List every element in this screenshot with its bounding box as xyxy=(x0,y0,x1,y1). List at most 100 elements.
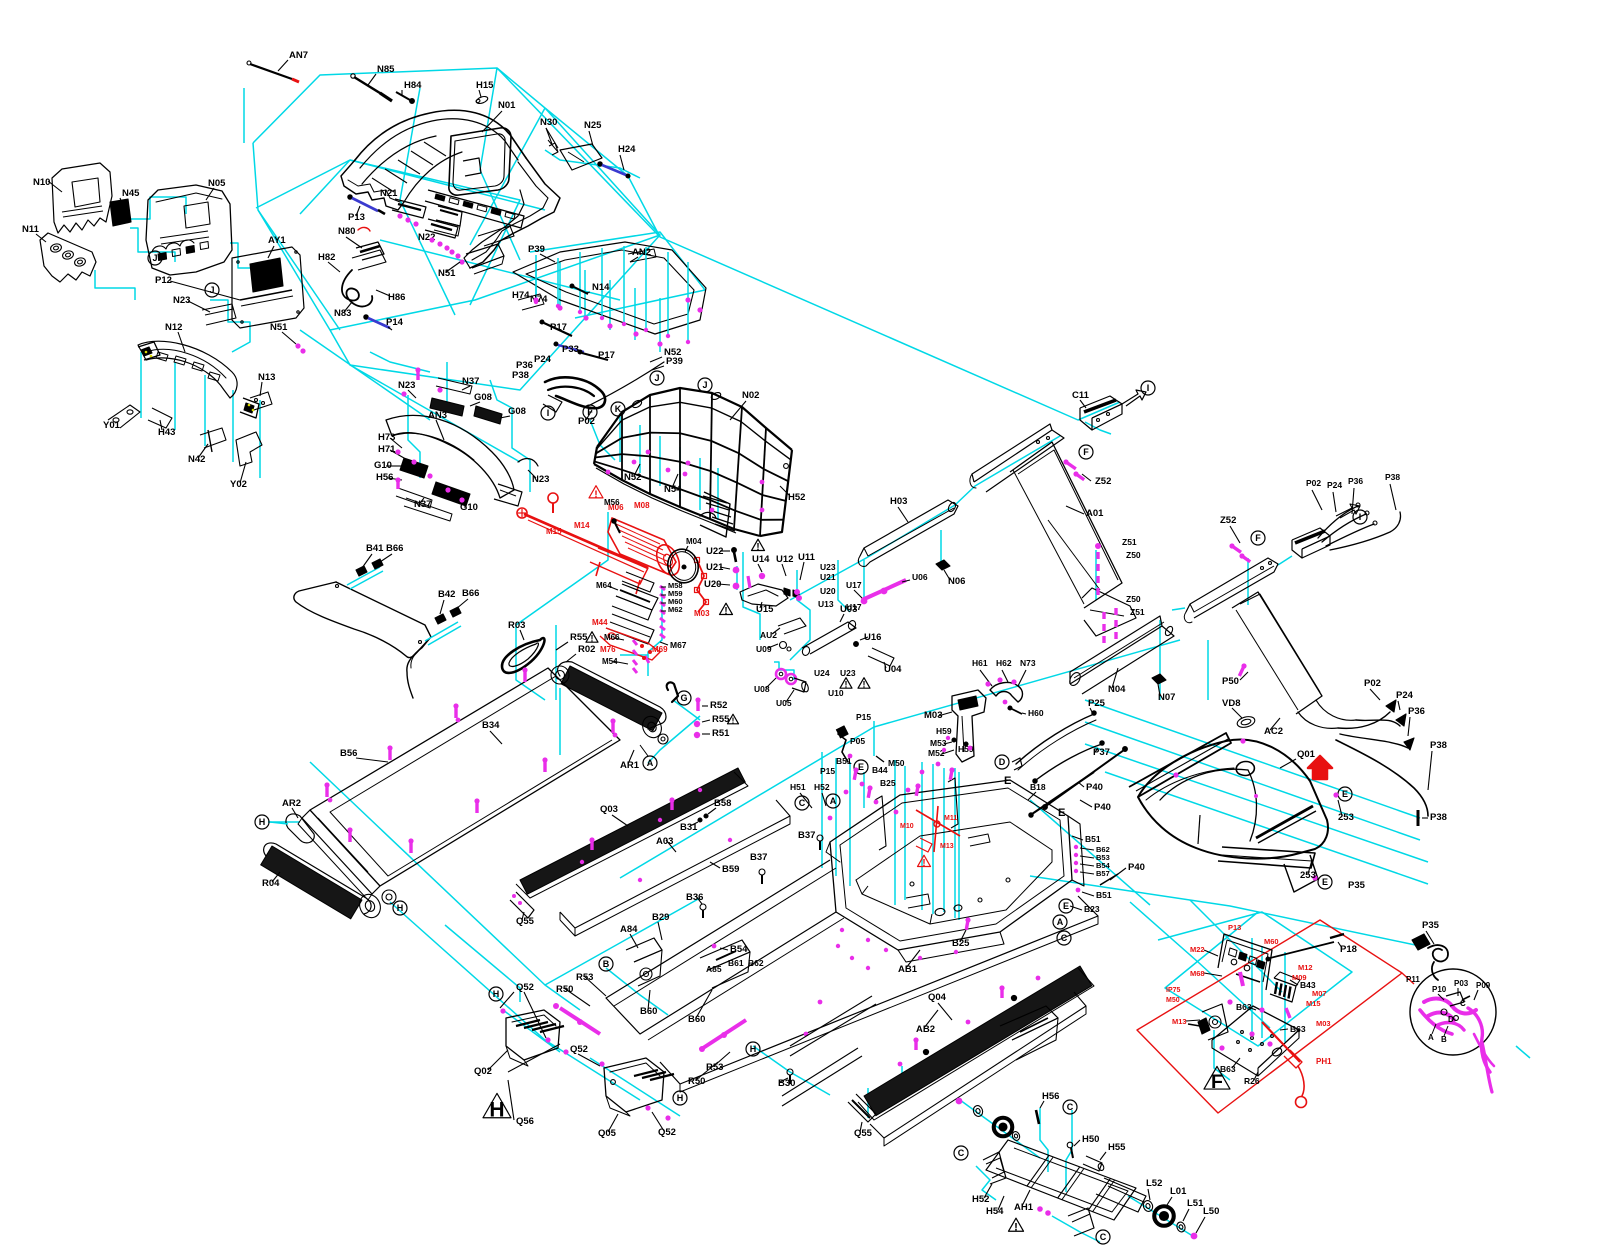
svg-text:P25: P25 xyxy=(1088,698,1106,709)
svg-text:R26: R26 xyxy=(1244,1076,1260,1086)
svg-text:N52: N52 xyxy=(664,347,681,358)
svg-text:253: 253 xyxy=(1300,870,1316,881)
svg-text:M58: M58 xyxy=(668,581,683,590)
svg-text:E: E xyxy=(1004,775,1011,787)
svg-text:M03: M03 xyxy=(924,710,942,721)
svg-text:L50: L50 xyxy=(1203,1206,1219,1217)
svg-text:M08: M08 xyxy=(634,501,650,510)
svg-text:B58: B58 xyxy=(714,798,731,809)
svg-text:P02: P02 xyxy=(578,416,595,427)
svg-text:B60: B60 xyxy=(640,1006,657,1017)
svg-text:AR1: AR1 xyxy=(620,760,640,771)
svg-text:U22: U22 xyxy=(706,546,723,557)
svg-text:M52: M52 xyxy=(928,748,945,758)
svg-text:A: A xyxy=(1057,917,1064,927)
svg-text:N54: N54 xyxy=(664,484,682,495)
svg-text:U10: U10 xyxy=(828,688,844,698)
svg-text:Q52: Q52 xyxy=(658,1127,676,1138)
svg-text:R50: R50 xyxy=(556,984,573,995)
svg-text:I: I xyxy=(1147,383,1150,393)
svg-text:N37: N37 xyxy=(462,376,479,387)
svg-text:!: ! xyxy=(724,606,727,617)
svg-text:AN2: AN2 xyxy=(632,247,651,258)
svg-text:C: C xyxy=(1061,933,1068,943)
svg-text:C: C xyxy=(1100,1232,1107,1242)
svg-text:N73: N73 xyxy=(1020,658,1036,668)
svg-text:G10: G10 xyxy=(460,502,478,513)
svg-text:H52: H52 xyxy=(814,782,830,792)
svg-text:F: F xyxy=(587,407,593,417)
svg-text:H: H xyxy=(493,989,500,999)
svg-text:E: E xyxy=(1063,901,1069,911)
svg-text:B34: B34 xyxy=(482,720,500,731)
svg-text:M03: M03 xyxy=(694,609,710,618)
svg-text:J: J xyxy=(152,253,157,263)
svg-text:Z51: Z51 xyxy=(1130,607,1145,617)
svg-text:P10: P10 xyxy=(1432,985,1447,994)
svg-text:M54: M54 xyxy=(602,657,618,666)
svg-text:R51: R51 xyxy=(712,728,730,739)
svg-text:B23: B23 xyxy=(1084,904,1100,914)
svg-text:H82: H82 xyxy=(318,252,335,263)
svg-text:H43: H43 xyxy=(158,427,175,438)
svg-text:H84: H84 xyxy=(404,80,422,91)
svg-text:H55: H55 xyxy=(1108,1142,1126,1153)
svg-text:C11: C11 xyxy=(1072,390,1090,401)
svg-text:B43: B43 xyxy=(1300,980,1316,990)
svg-text:AB1: AB1 xyxy=(898,964,918,975)
svg-text:P03: P03 xyxy=(1454,979,1469,988)
svg-text:A01: A01 xyxy=(1086,508,1104,519)
svg-text:M11: M11 xyxy=(944,815,957,822)
svg-text:!: ! xyxy=(756,542,759,553)
svg-text:I: I xyxy=(1359,512,1362,522)
svg-text:B51: B51 xyxy=(1096,890,1112,900)
svg-text:E: E xyxy=(1342,789,1348,799)
svg-text:P36: P36 xyxy=(1348,476,1363,486)
svg-text:U05: U05 xyxy=(776,698,792,708)
svg-text:R52: R52 xyxy=(710,700,727,711)
svg-text:N02: N02 xyxy=(742,390,759,401)
svg-text:A: A xyxy=(1428,1033,1434,1042)
svg-text:A: A xyxy=(647,758,654,768)
svg-text:U21: U21 xyxy=(820,572,836,582)
svg-text:P15: P15 xyxy=(856,712,871,722)
svg-text:!: ! xyxy=(594,488,598,500)
svg-text:H56: H56 xyxy=(376,472,393,483)
svg-text:B62: B62 xyxy=(748,958,764,968)
svg-text:N14: N14 xyxy=(592,282,610,293)
svg-text:A85: A85 xyxy=(706,964,722,974)
svg-text:M50: M50 xyxy=(888,758,905,768)
svg-text:H74: H74 xyxy=(512,290,530,301)
svg-text:AR2: AR2 xyxy=(282,798,301,809)
svg-text:H50: H50 xyxy=(1082,1134,1099,1145)
svg-text:B29: B29 xyxy=(652,912,669,923)
svg-text:P13: P13 xyxy=(348,212,365,223)
svg-text:M03: M03 xyxy=(1316,1019,1331,1028)
svg-text:R04: R04 xyxy=(262,878,280,889)
svg-text:D: D xyxy=(1448,1015,1454,1024)
svg-text:B53: B53 xyxy=(1096,853,1110,862)
svg-text:N25: N25 xyxy=(584,120,602,131)
svg-text:U21: U21 xyxy=(706,562,724,573)
svg-text:B25: B25 xyxy=(880,778,896,788)
svg-text:R02: R02 xyxy=(578,644,595,655)
svg-text:G10: G10 xyxy=(374,460,392,471)
svg-text:N10: N10 xyxy=(33,177,50,188)
svg-text:B54: B54 xyxy=(1096,861,1111,870)
svg-text:M09: M09 xyxy=(1292,973,1307,982)
svg-text:B37: B37 xyxy=(798,830,815,841)
svg-text:M44: M44 xyxy=(592,618,608,627)
svg-text:I: I xyxy=(547,408,550,418)
svg-text:P24: P24 xyxy=(1396,690,1414,701)
svg-text:N05: N05 xyxy=(208,178,226,189)
svg-text:B51: B51 xyxy=(1085,834,1101,844)
svg-text:L52: L52 xyxy=(1146,1178,1162,1189)
svg-text:Q52: Q52 xyxy=(516,982,534,993)
svg-text:U11: U11 xyxy=(798,552,816,563)
svg-text:D: D xyxy=(999,757,1006,767)
svg-text:G: G xyxy=(680,693,687,703)
svg-text:M06: M06 xyxy=(608,503,624,512)
svg-text:B36: B36 xyxy=(686,892,703,903)
svg-text:P09: P09 xyxy=(1476,981,1491,990)
svg-text:Q04: Q04 xyxy=(928,992,947,1003)
